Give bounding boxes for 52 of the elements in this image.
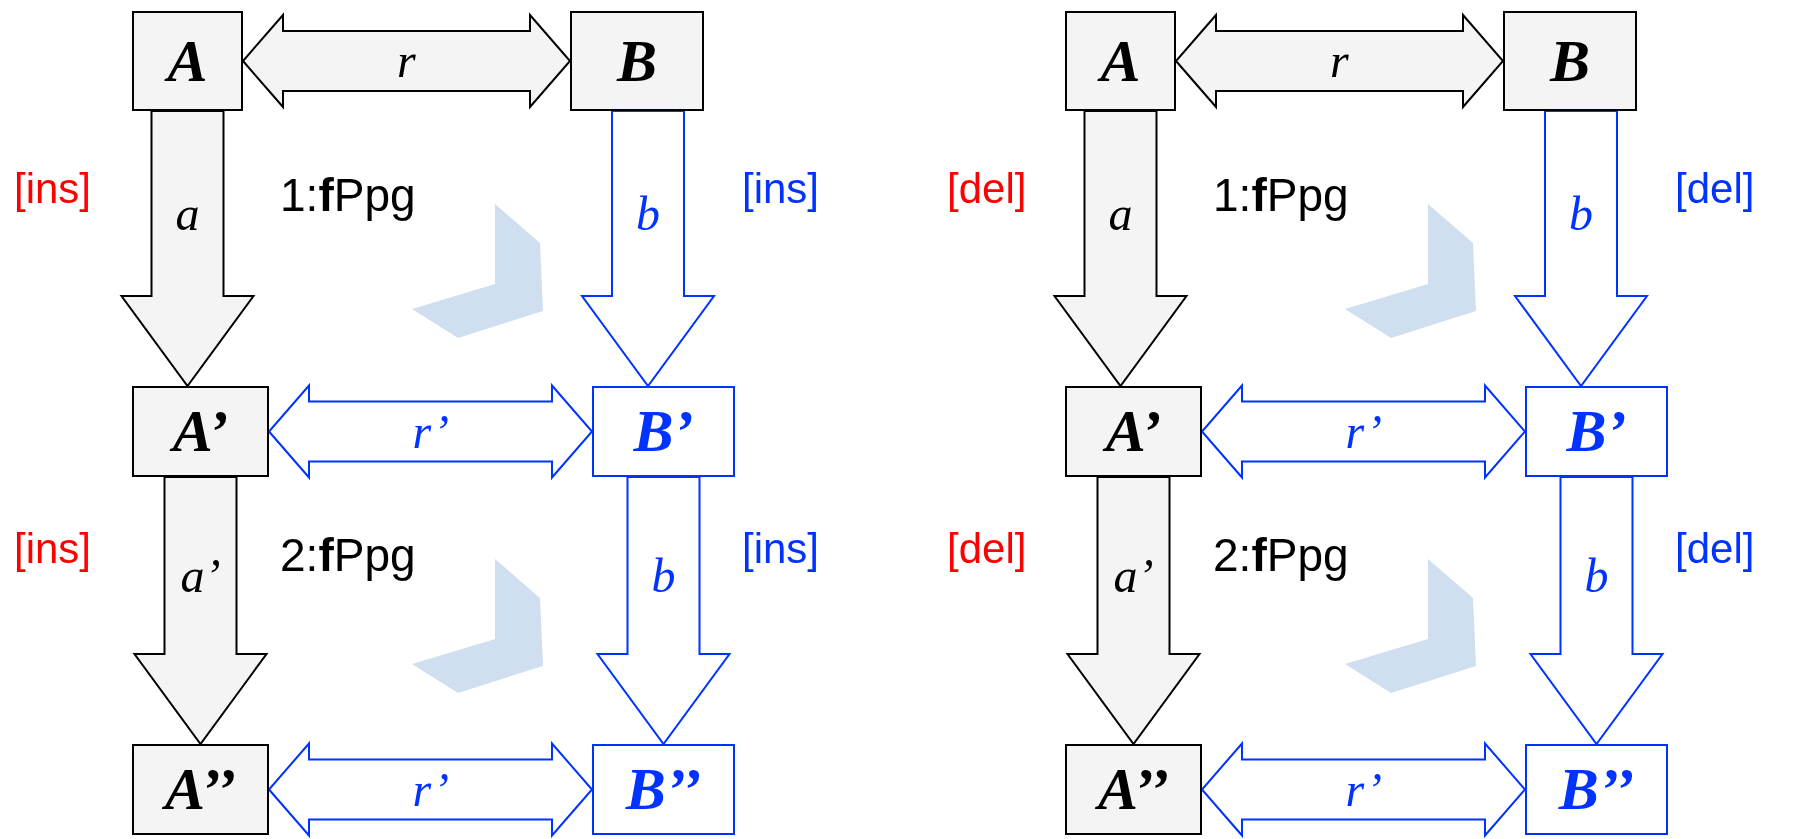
edge-label: b bbox=[1569, 189, 1593, 238]
letter-box: A’’ bbox=[1065, 744, 1202, 835]
down-block-arrow bbox=[580, 110, 716, 388]
edge-label: r’ bbox=[412, 407, 449, 456]
operation-label: [ins] bbox=[14, 168, 92, 210]
chevron-shape bbox=[1345, 559, 1476, 693]
chevron-shape bbox=[412, 204, 543, 338]
down-block-arrow bbox=[132, 476, 269, 746]
letter-box: B’’ bbox=[592, 744, 735, 835]
letter-box: B bbox=[1503, 11, 1637, 111]
edge-label: a’ bbox=[1113, 551, 1154, 600]
down-block-arrow bbox=[1528, 476, 1665, 746]
operation-label: [ins] bbox=[14, 528, 92, 570]
chevron-shape bbox=[412, 559, 543, 693]
down-block-arrow bbox=[595, 476, 732, 746]
operation-label: [del] bbox=[947, 168, 1027, 210]
letter-box: B’’ bbox=[1525, 744, 1668, 835]
double-block-arrow bbox=[1200, 382, 1527, 481]
letter-box: A’’ bbox=[132, 744, 269, 835]
down-block-arrow bbox=[1065, 476, 1202, 746]
letter-box: B’ bbox=[1525, 386, 1668, 477]
operation-label: [ins] bbox=[742, 168, 820, 210]
edge-label: r’ bbox=[1345, 765, 1382, 814]
edge-label: r’ bbox=[1345, 407, 1382, 456]
letter-box: A’ bbox=[1065, 386, 1202, 477]
down-block-arrow bbox=[119, 110, 256, 388]
edge-label: b bbox=[651, 551, 676, 600]
letter-box: A bbox=[132, 11, 243, 111]
edge-label: a’ bbox=[180, 551, 221, 600]
double-block-arrow bbox=[1174, 12, 1505, 110]
down-block-arrow bbox=[1513, 110, 1649, 388]
letter-box: B bbox=[570, 11, 704, 111]
edge-label: a bbox=[175, 189, 200, 238]
edge-label: b bbox=[636, 189, 660, 238]
edge-label: a bbox=[1108, 189, 1133, 238]
double-block-arrow bbox=[267, 740, 594, 839]
edge-label: r bbox=[1330, 37, 1349, 85]
double-block-arrow bbox=[267, 382, 594, 481]
letter-box: B’ bbox=[592, 386, 735, 477]
operation-label: [del] bbox=[1675, 528, 1755, 570]
letter-box: A’ bbox=[132, 386, 269, 477]
edge-label: r bbox=[397, 37, 416, 85]
down-block-arrow bbox=[1052, 110, 1189, 388]
double-block-arrow bbox=[1200, 740, 1527, 839]
edge-label: b bbox=[1584, 551, 1609, 600]
chevron-shape bbox=[1345, 204, 1476, 338]
edge-label: r’ bbox=[412, 765, 449, 814]
operation-label: [del] bbox=[1675, 168, 1755, 210]
operation-label: [ins] bbox=[742, 528, 820, 570]
operation-label: [del] bbox=[947, 528, 1027, 570]
letter-box: A bbox=[1065, 11, 1176, 111]
double-block-arrow bbox=[241, 12, 572, 110]
